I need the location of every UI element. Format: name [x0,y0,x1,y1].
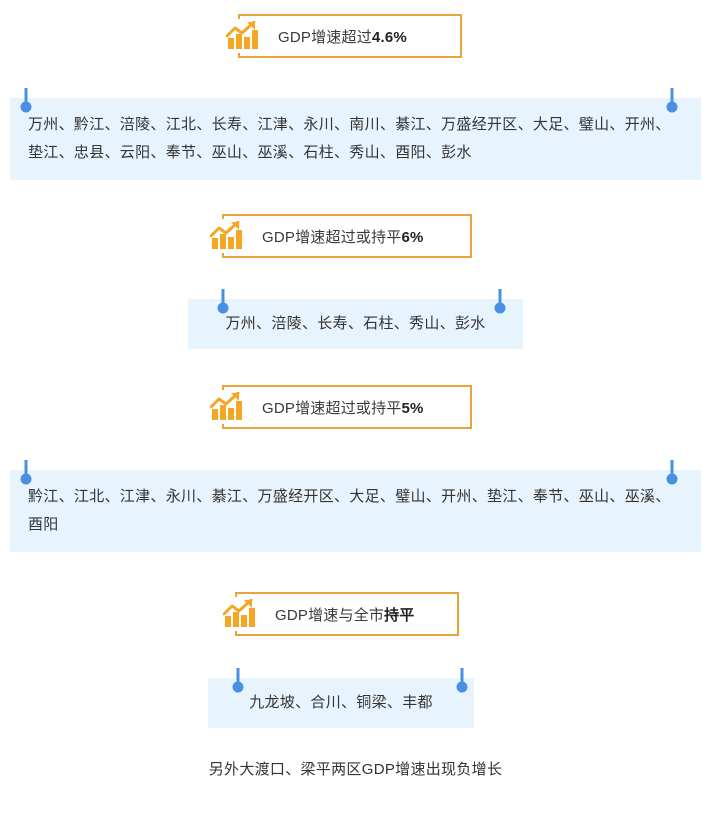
header-block-1: GDP增速超过4.6% [224,14,462,58]
footer-note: 另外大渡口、梁平两区GDP增速出现负增长 [208,761,503,778]
content-panel-3: 黔江、江北、江津、永川、綦江、万盛经开区、大足、璧山、开州、垫江、奉节、巫山、巫… [10,470,701,552]
pin-marker-left-4 [232,668,244,694]
growth-chart-icon [208,390,246,424]
content-panel-1: 万州、黔江、涪陵、江北、长寿、江津、永川、南川、綦江、万盛经开区、大足、璧山、开… [10,98,701,180]
pin-marker-right-4 [456,668,468,694]
header-text-bold-3: 5% [401,399,424,417]
content-text-2: 万州、涪陵、长寿、石柱、秀山、彭水 [225,315,486,332]
header-text-plain-3: GDP增速超过或持平 [262,399,402,417]
pin-marker-right-1 [666,88,678,114]
growth-chart-icon [208,219,246,253]
header-label-4: GDP增速与全市持平 [275,604,415,625]
header-label-3: GDP增速超过或持平5% [262,397,424,418]
header-block-3: GDP增速超过或持平5% [208,385,472,429]
pin-marker-left-1 [20,88,32,114]
header-text-plain-2: GDP增速超过或持平 [262,228,402,246]
pin-marker-left-3 [20,460,32,486]
header-text-bold-1: 4.6% [371,28,407,46]
content-panel-2: 万州、涪陵、长寿、石柱、秀山、彭水 [188,299,523,349]
content-panel-4: 九龙坡、合川、铜梁、丰都 [208,678,474,728]
pin-marker-left-2 [217,289,229,315]
pin-marker-right-3 [666,460,678,486]
growth-chart-icon [224,19,262,53]
content-text-3: 黔江、江北、江津、永川、綦江、万盛经开区、大足、璧山、开州、垫江、奉节、巫山、巫… [28,488,671,533]
header-label-1: GDP增速超过4.6% [278,26,407,47]
header-block-4: GDP增速与全市持平 [221,592,459,636]
header-label-2: GDP增速超过或持平6% [262,226,424,247]
header-text-bold-2: 6% [401,228,424,246]
growth-chart-icon [221,597,259,631]
pin-marker-right-2 [494,289,506,315]
header-text-plain-1: GDP增速超过 [278,28,372,46]
header-text-plain-4: GDP增速与全市 [275,606,385,624]
header-block-2: GDP增速超过或持平6% [208,214,472,258]
content-text-4: 九龙坡、合川、铜梁、丰都 [249,694,433,711]
content-text-1: 万州、黔江、涪陵、江北、长寿、江津、永川、南川、綦江、万盛经开区、大足、璧山、开… [28,116,671,161]
header-text-bold-4: 持平 [384,606,415,624]
